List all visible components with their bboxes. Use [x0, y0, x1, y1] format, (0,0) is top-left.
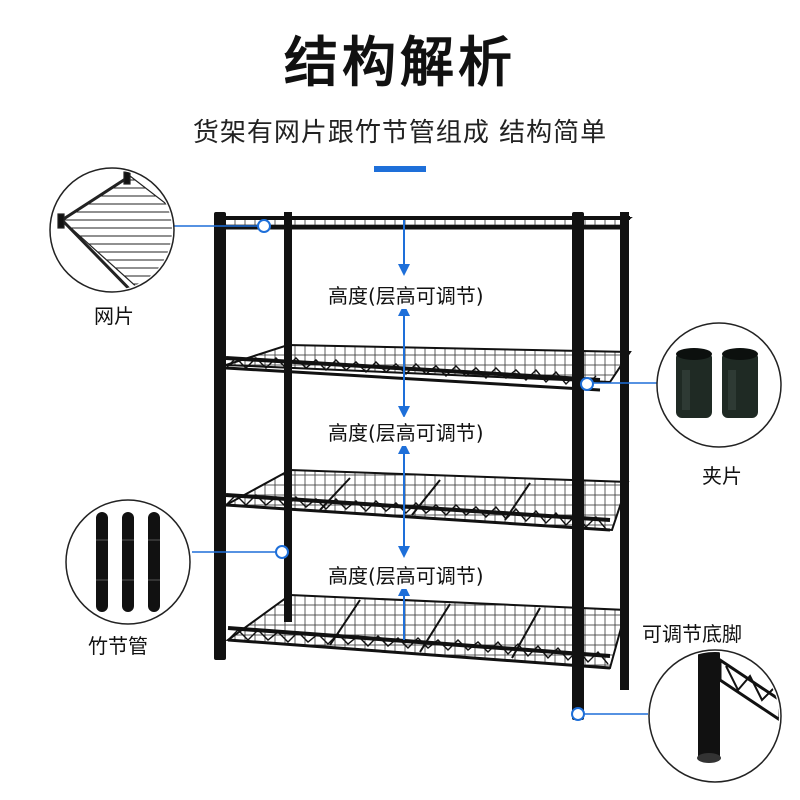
- shelf-top: [215, 216, 633, 230]
- clip-detail-circle: [656, 322, 782, 448]
- callout-lines: [172, 219, 658, 721]
- foot-callout-label: 可调节底脚: [642, 622, 742, 646]
- mesh-callout-label: 网片: [94, 304, 134, 328]
- foot-detail-circle: [648, 649, 782, 783]
- poles: [214, 212, 629, 720]
- pole-detail-circle: [65, 499, 191, 625]
- shelf-3: [222, 468, 630, 532]
- clip-callout-label: 夹片: [702, 464, 742, 488]
- page-subtitle: 货架有网片跟竹节管组成 结构简单: [192, 118, 608, 148]
- mesh-detail-circle: [49, 167, 175, 293]
- height-arrows: [398, 220, 410, 640]
- height-label-3: 高度(层高可调节): [326, 560, 486, 589]
- accent-divider: [374, 166, 426, 172]
- height-label-2: 高度(层高可调节): [326, 417, 486, 446]
- height-label-1: 高度(层高可调节): [326, 280, 486, 309]
- shelf-bottom: [225, 593, 628, 670]
- pole-callout-label: 竹节管: [88, 634, 148, 658]
- page-title: 结构解析: [284, 31, 516, 94]
